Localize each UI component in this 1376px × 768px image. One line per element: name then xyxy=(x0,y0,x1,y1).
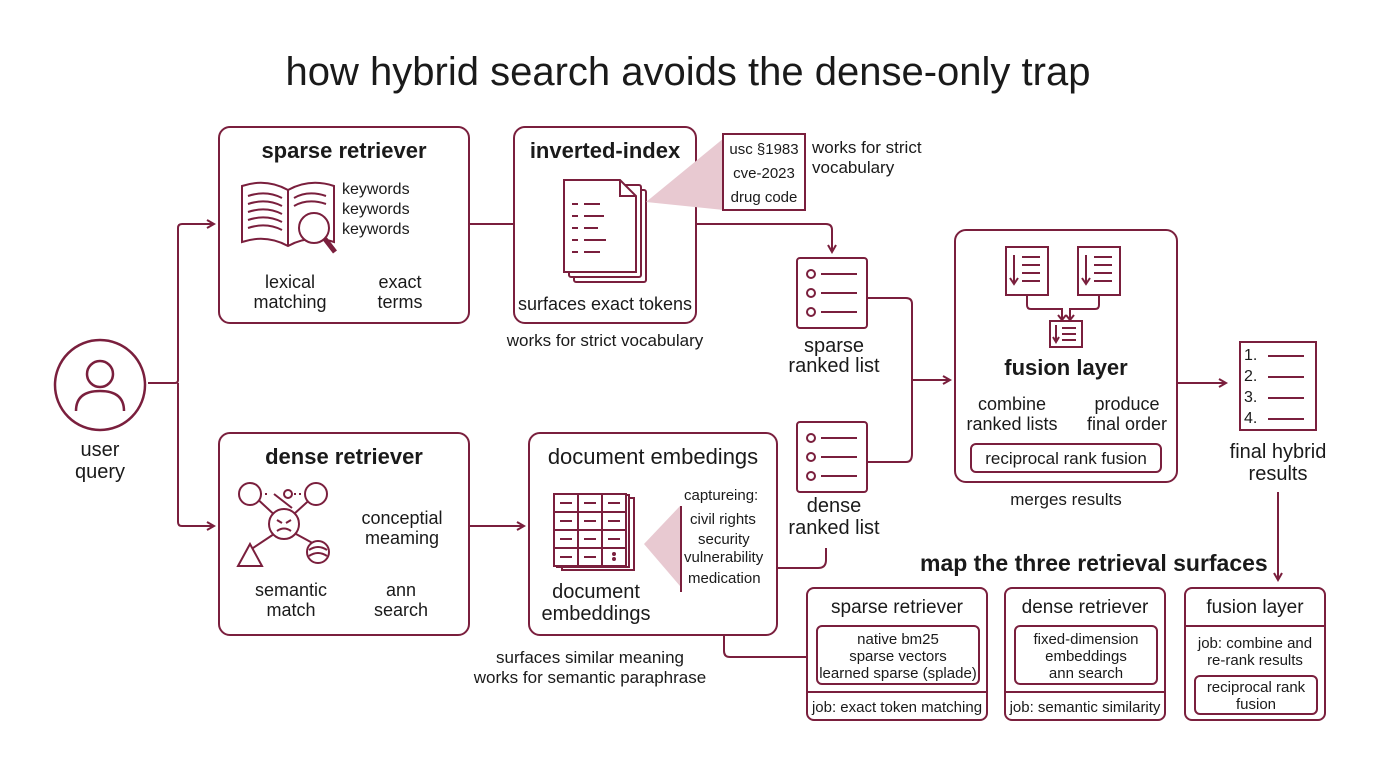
keyword-1: keywords xyxy=(342,181,410,198)
map-heading: map the three retrieval surfaces xyxy=(920,550,1268,576)
dense-retriever-heading: dense retriever xyxy=(265,444,423,469)
lexical-label-line1: lexical xyxy=(264,272,316,292)
dense-list-line1: dense xyxy=(806,495,862,517)
embeddings-below-line2: works for semantic paraphrase xyxy=(473,668,707,687)
callout-item-3: drug code xyxy=(730,189,798,206)
inverted-index-heading: inverted-index xyxy=(529,138,681,163)
conceptual-label-line1: conceptial xyxy=(361,508,443,528)
capture-wedge xyxy=(642,504,682,594)
sparse-list-line2: ranked list xyxy=(788,355,880,377)
map-card-dense-job: job: semantic similarity xyxy=(1009,699,1161,716)
rrf-pill: reciprocal rank fusion xyxy=(970,443,1162,473)
document-stack-icon xyxy=(560,176,652,288)
final-item-2: 2. xyxy=(1244,368,1258,385)
map-card-fusion-divider xyxy=(1186,625,1324,627)
grid-label-line1: document xyxy=(552,581,640,603)
map-card-fusion-job-line1: job: combine and xyxy=(1197,635,1313,652)
user-label-line2: query xyxy=(74,461,126,483)
user-icon xyxy=(52,337,148,433)
grid-label-line2: embeddings xyxy=(541,603,651,625)
final-item-3: 3. xyxy=(1244,389,1258,406)
capture-item-4: medication xyxy=(688,570,761,587)
map-card-sparse-line3: learned sparse (splade) xyxy=(819,665,977,682)
map-card-fusion: fusion layer job: combine and re-rank re… xyxy=(1184,587,1326,721)
open-book-magnifier-icon xyxy=(238,176,338,266)
map-card-sparse-line1: native bm25 xyxy=(857,631,939,648)
map-card-dense-line1: fixed-dimension xyxy=(1033,631,1139,648)
map-card-dense-inner: fixed-dimension embeddings ann search xyxy=(1014,625,1158,685)
map-card-fusion-pill-line2: fusion xyxy=(1235,696,1277,713)
callout-item-1: usc §1983 xyxy=(729,141,799,158)
map-card-sparse-divider xyxy=(808,691,986,693)
final-item-4: 4. xyxy=(1244,410,1258,427)
map-card-sparse-line2: sparse vectors xyxy=(849,648,947,665)
sparse-retriever-heading: sparse retriever xyxy=(261,138,427,163)
map-card-sparse-inner: native bm25 sparse vectors learned spars… xyxy=(816,625,980,685)
conceptual-label-line2: meaming xyxy=(364,528,440,548)
final-label-line1: final hybrid xyxy=(1229,441,1327,463)
fusion-below: merges results xyxy=(1010,490,1122,509)
inverted-index-caption: surfaces exact tokens xyxy=(517,294,693,314)
ann-label-line2: search xyxy=(373,600,429,620)
capture-heading: captureing: xyxy=(684,487,759,504)
callout-wedge xyxy=(640,130,730,230)
semantic-label-line1: semantic xyxy=(254,580,328,600)
sparse-list-icon xyxy=(795,256,869,330)
dense-retriever-box: dense retriever conceptial meaming seman… xyxy=(218,432,470,636)
merge-lists-icon xyxy=(1000,243,1140,349)
final-results-icon xyxy=(1238,340,1318,432)
callout-note-line1: works for strict xyxy=(812,138,922,157)
lexical-label-line2: matching xyxy=(253,292,327,312)
combine-label-line1: combine xyxy=(977,394,1047,414)
produce-label-line1: produce xyxy=(1094,394,1160,414)
map-card-dense-divider xyxy=(1006,691,1164,693)
map-card-sparse-title: sparse retriever xyxy=(831,597,963,618)
semantic-label-line2: match xyxy=(266,600,316,620)
diagram-title: how hybrid search avoids the dense-only … xyxy=(285,50,1091,94)
map-card-dense-line2: embeddings xyxy=(1045,648,1127,665)
embedding-grid-icon xyxy=(552,492,638,574)
user-label-line1: user xyxy=(80,439,120,461)
exact-label-line1: exact xyxy=(378,272,422,292)
map-card-fusion-pill: reciprocal rank fusion xyxy=(1194,675,1318,715)
embeddings-below-line1: surfaces similar meaning xyxy=(495,648,684,667)
sparse-retriever-box: sparse retriever keywords keywords keywo… xyxy=(218,126,470,324)
map-card-sparse-job: job: exact token matching xyxy=(811,699,983,716)
rrf-pill-label: reciprocal rank fusion xyxy=(985,449,1147,468)
keyword-2: keywords xyxy=(342,201,410,218)
capture-item-2: security xyxy=(698,531,750,548)
capture-item-1: civil rights xyxy=(690,511,756,528)
fusion-layer-heading: fusion layer xyxy=(1004,355,1128,380)
map-card-fusion-job-line2: re-rank results xyxy=(1207,652,1303,669)
dense-list-icon xyxy=(795,420,869,494)
fusion-layer-box: fusion layer combine ranked lists produc… xyxy=(954,229,1178,483)
inverted-index-below: works for strict vocabulary xyxy=(506,331,704,350)
inverted-index-box: inverted-index surfaces exact tokens xyxy=(513,126,697,324)
final-item-1: 1. xyxy=(1244,347,1258,364)
exact-label-line2: terms xyxy=(377,292,423,312)
final-label-line2: results xyxy=(1248,463,1308,485)
token-callout-box: usc §1983 cve-2023 drug code xyxy=(722,133,806,211)
map-card-dense: dense retriever fixed-dimension embeddin… xyxy=(1004,587,1166,721)
keyword-3: keywords xyxy=(342,221,410,238)
semantic-graph-icon xyxy=(234,478,334,574)
callout-note-line2: vocabulary xyxy=(812,158,895,177)
capture-bracket xyxy=(680,506,690,592)
dense-list-line2: ranked list xyxy=(788,517,880,539)
map-card-sparse: sparse retriever native bm25 sparse vect… xyxy=(806,587,988,721)
map-card-fusion-title: fusion layer xyxy=(1206,597,1304,618)
combine-label-line2: ranked lists xyxy=(966,414,1058,434)
document-embeddings-heading: document embedings xyxy=(547,444,759,469)
map-card-dense-title: dense retriever xyxy=(1021,597,1149,618)
capture-item-3: vulnerability xyxy=(684,549,764,566)
map-card-fusion-pill-line1: reciprocal rank xyxy=(1206,679,1306,696)
document-embeddings-box: document embedings document embeddings c… xyxy=(528,432,778,636)
produce-label-line2: final order xyxy=(1086,414,1168,434)
callout-item-2: cve-2023 xyxy=(733,165,795,182)
map-card-dense-line3: ann search xyxy=(1048,665,1124,682)
ann-label-line1: ann xyxy=(385,580,417,600)
sparse-list-line1: sparse xyxy=(803,335,865,357)
